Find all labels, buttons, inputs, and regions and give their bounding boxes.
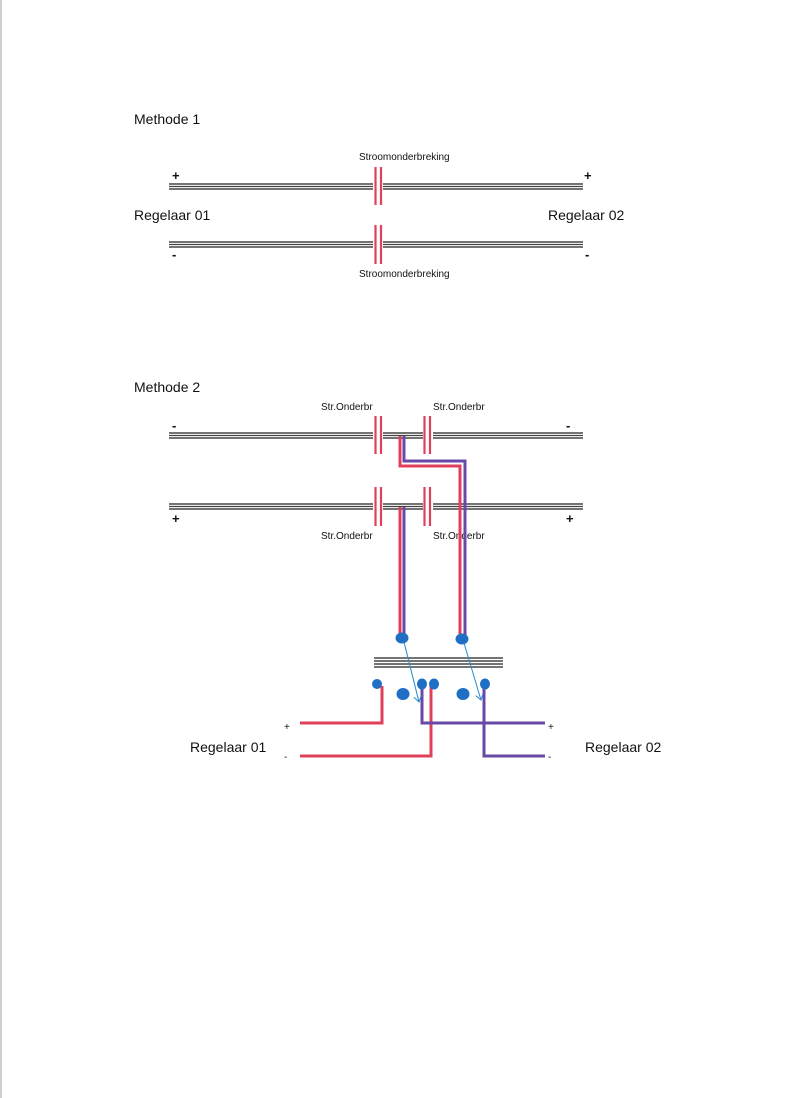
- switch-terminal-a4: [429, 678, 439, 690]
- method2-break-label-top-right: Str.Onderbr: [433, 402, 485, 413]
- method1-top-right-sign: +: [584, 168, 592, 183]
- method1-bottom-break-label: Stroomonderbreking: [359, 269, 450, 280]
- switch-terminal-b1: [456, 688, 470, 700]
- method1-bottom-break: [373, 225, 383, 264]
- switch-terminal-a1: [372, 679, 382, 689]
- bottom-section-wire-pair: [398, 507, 406, 640]
- switch-throw-arrow-1: [403, 641, 419, 702]
- method2-right-minus: -: [548, 752, 552, 763]
- method2-break-top-left: [373, 416, 383, 454]
- method1-bottom-right-sign: -: [585, 247, 590, 262]
- method2-bottom-right-sign: +: [566, 511, 574, 526]
- method1-title: Methode 1: [134, 111, 201, 127]
- switch-terminal-b2: [480, 678, 490, 690]
- switch-common-terminal-2: [455, 633, 469, 645]
- method1-top-break: [373, 167, 383, 205]
- switch-lever: [374, 657, 503, 668]
- regelaar01-plus-wire: [300, 686, 384, 725]
- crossover-wire-pair: [398, 436, 467, 640]
- switch-terminal-a3: [417, 678, 427, 690]
- method2-bottom-left-sign: +: [172, 511, 180, 526]
- method2-title: Methode 2: [134, 379, 201, 395]
- method2-left-plus: +: [284, 722, 290, 733]
- switch-common-terminal-1: [395, 632, 409, 644]
- method2-break-top-right: [423, 416, 433, 454]
- method2-right-plus: +: [548, 722, 554, 733]
- method2-left-controller-label: Regelaar 01: [190, 739, 267, 755]
- switch-throw-arrow-2: [463, 642, 481, 700]
- method2-top-right-sign: -: [566, 418, 571, 433]
- method2-break-label-top-left: Str.Onderbr: [321, 402, 373, 413]
- method2-right-controller-label: Regelaar 02: [585, 739, 662, 755]
- scan-page-edge: [0, 0, 2, 1098]
- method1-top-left-sign: +: [172, 168, 180, 183]
- regelaar01-minus-wire: [300, 686, 433, 758]
- method1-left-controller-label: Regelaar 01: [134, 207, 211, 223]
- regelaar02-plus-wire: [420, 686, 545, 725]
- method1-top-break-label: Stroomonderbreking: [359, 152, 450, 163]
- method2-break-bottom-right: [423, 487, 433, 526]
- method1-bottom-left-sign: -: [172, 247, 177, 262]
- regelaar02-minus-wire: [482, 686, 545, 758]
- method2-break-label-bottom-left: Str.Onderbr: [321, 531, 373, 542]
- method2-break-bottom-left: [373, 487, 383, 526]
- method2-top-left-sign: -: [172, 418, 177, 433]
- switch-terminal-a2: [396, 688, 410, 700]
- method1-right-controller-label: Regelaar 02: [548, 207, 625, 223]
- method2-left-minus: -: [284, 752, 288, 763]
